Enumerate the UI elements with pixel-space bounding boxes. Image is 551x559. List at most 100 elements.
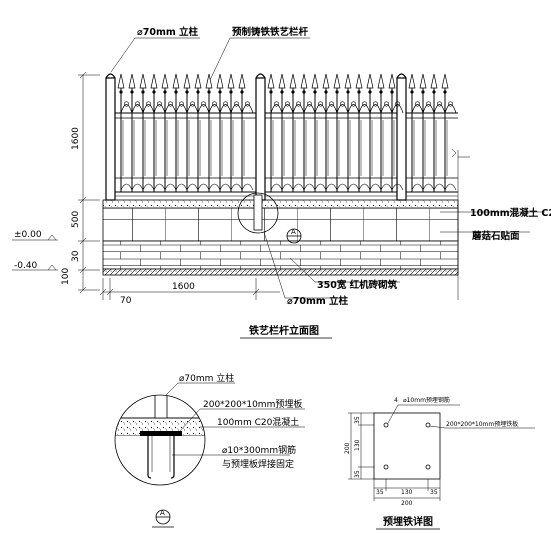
- label-detail-plate: 200*200*10mm预埋板: [203, 398, 302, 410]
- railing-element: [355, 73, 363, 89]
- railing-element: [273, 101, 279, 107]
- horizontal-dimensions: [99, 278, 280, 300]
- railing-element: [433, 104, 446, 114]
- railing-element: [218, 90, 222, 94]
- railing-element: [443, 90, 447, 94]
- railing-element: [186, 104, 199, 114]
- railing-element: [422, 104, 435, 114]
- railing-element: [324, 90, 328, 94]
- dim-70: 70: [120, 296, 132, 306]
- railing-element: [328, 101, 334, 107]
- railing-element: [183, 73, 191, 89]
- railing-element: [208, 183, 221, 191]
- railing-element: [366, 73, 374, 89]
- railing-element: [303, 104, 316, 114]
- railing-element: [230, 104, 243, 114]
- railing-element: [216, 73, 224, 89]
- railing-element: [161, 73, 169, 89]
- detail-a-view: ⌀70mm 立柱 200*200*10mm预埋板 100mm C20混凝土 ⌀1…: [114, 372, 305, 528]
- railing-element: [422, 183, 435, 191]
- rebar-count: 4: [394, 397, 398, 404]
- railing-element: [380, 104, 393, 114]
- brick-wall: [102, 240, 459, 270]
- railing-element: [380, 183, 393, 191]
- railing-element: [139, 73, 147, 89]
- railing-element: [135, 101, 141, 107]
- railing-element: [436, 101, 442, 107]
- railing-element: [185, 90, 189, 94]
- railing-element: [430, 73, 438, 89]
- railing-element: [292, 104, 305, 114]
- railing-element: [219, 183, 232, 191]
- railing-element: [347, 183, 360, 191]
- railing-element: [212, 101, 218, 107]
- railing-element: [280, 90, 284, 94]
- railing-element: [164, 183, 177, 191]
- level-zero: ±0.00: [14, 230, 42, 240]
- railing-element: [141, 90, 145, 94]
- railing-element: [432, 90, 436, 94]
- vertical-dimensions: [78, 71, 100, 294]
- railing-element: [419, 73, 427, 89]
- railing-element: [313, 90, 317, 94]
- railing-element: [124, 101, 130, 107]
- railing-element: [163, 90, 167, 94]
- railing-element: [119, 90, 123, 94]
- dim-plate-h-left: 35: [376, 489, 384, 496]
- railing-element: [153, 104, 166, 114]
- railing-element: [234, 101, 240, 107]
- railing-element: [344, 73, 352, 89]
- railing-element: [270, 183, 283, 191]
- railing-element: [227, 73, 235, 89]
- dim-30: 30: [71, 250, 81, 262]
- railing-element: [241, 104, 254, 114]
- railing-element: [369, 104, 382, 114]
- dim-plate-v-mid: 130: [354, 439, 361, 451]
- railing-element: [358, 183, 371, 191]
- railing-element: [291, 90, 295, 94]
- embedded-plate: [373, 412, 441, 480]
- railing-element: [441, 73, 449, 89]
- railing-element: [433, 183, 446, 191]
- railing-element: [311, 73, 319, 89]
- railing-element: [120, 104, 133, 114]
- level-minus: -0.40: [14, 261, 38, 271]
- railing-element: [379, 90, 383, 94]
- label-concrete-cap: 100mm混凝土 C20: [470, 207, 551, 219]
- label-post-bottom: ⌀70mm 立柱: [287, 295, 349, 307]
- railing-element: [208, 104, 221, 114]
- railing-element: [333, 73, 341, 89]
- railing-element: [194, 73, 202, 89]
- railing-element: [300, 73, 308, 89]
- railing-element: [314, 183, 327, 191]
- railing-element: [292, 183, 305, 191]
- plate-detail-view: 4 ⌀10mm预埋钢筋 200*200*10mm预埋铁板 200 35 130 …: [344, 396, 535, 530]
- railing-element: [383, 101, 389, 107]
- railing-element: [238, 73, 246, 89]
- level-markers: [12, 234, 58, 271]
- dim-plate-v-total: 200: [344, 442, 351, 454]
- railing-element: [322, 73, 330, 89]
- railing-element: [142, 104, 155, 114]
- railing-element: [336, 183, 349, 191]
- label-detail-weld: 与预埋板焊接固定: [222, 458, 294, 470]
- railing-element: [289, 73, 297, 89]
- railing-element: [278, 73, 286, 89]
- railing-element: [153, 183, 166, 191]
- railing-element: [325, 183, 338, 191]
- railing-element: [128, 73, 136, 89]
- dim-plate-h-mid: 130: [401, 489, 413, 496]
- railing-element: [240, 90, 244, 94]
- railing-element: [414, 101, 420, 107]
- railing-element: [390, 90, 394, 94]
- stone-facing: [102, 207, 459, 242]
- railing-element: [346, 90, 350, 94]
- title-elevation: 铁艺栏杆立面图: [249, 324, 319, 337]
- railing-element: [302, 90, 306, 94]
- railing-element: [444, 183, 457, 191]
- railing-element: [164, 104, 177, 114]
- label-plate-rebar: ⌀10mm预埋钢筋: [403, 396, 450, 404]
- railing-element: [421, 90, 425, 94]
- railing-element: [131, 104, 144, 114]
